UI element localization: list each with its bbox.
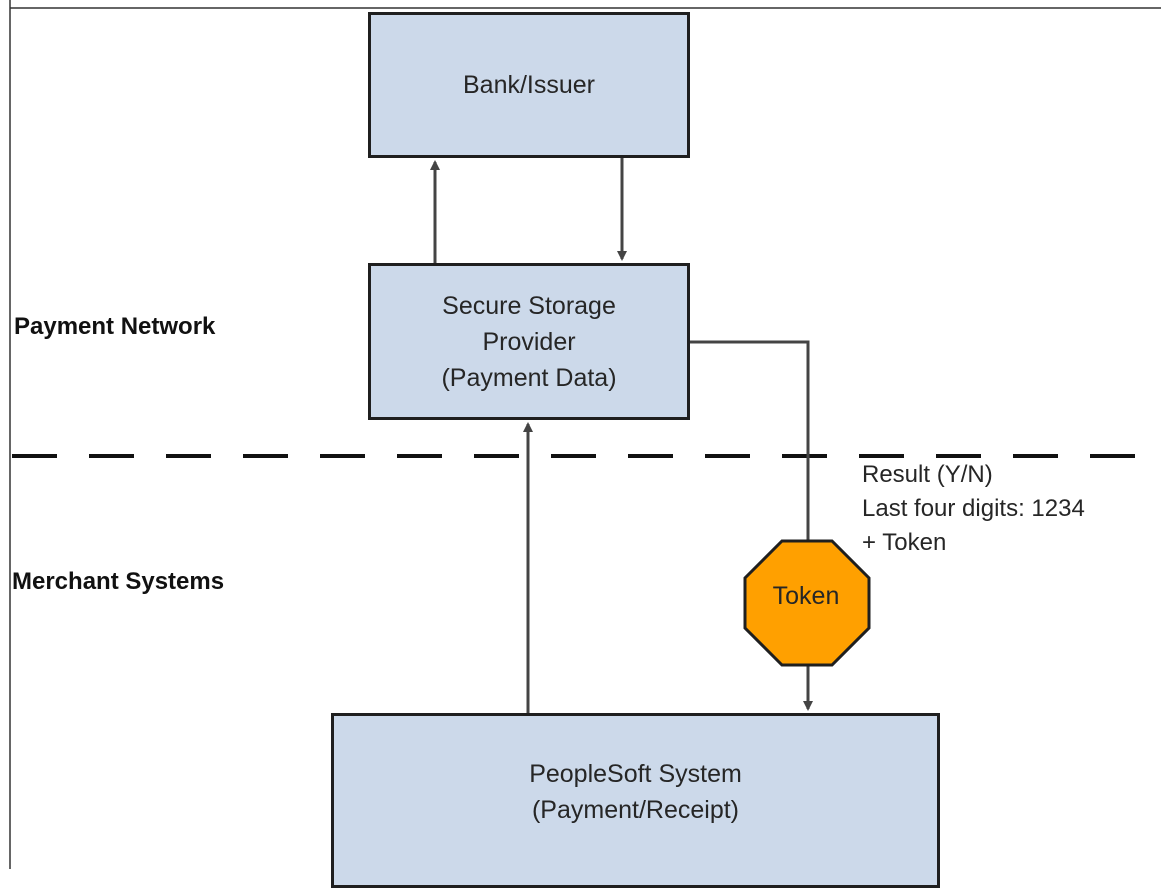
peoplesoft-label-line1: PeopleSoft System <box>529 760 742 788</box>
merchant-systems-label: Merchant Systems <box>12 568 225 595</box>
secure-storage-provider-box: Secure Storage Provider (Payment Data) <box>368 263 690 420</box>
bank-issuer-label: Bank/Issuer <box>462 71 595 99</box>
token-label: Token <box>772 582 840 610</box>
response-result-line: Result (Y/N) <box>862 461 993 488</box>
response-annotation: Result (Y/N) Last four digits: 1234 + To… <box>862 458 1085 560</box>
payment-network-label: Payment Network <box>14 313 216 340</box>
peoplesoft-label-line2: (Payment/Receipt) <box>531 796 740 824</box>
payment-tokenization-diagram: Bank/Issuer Secure Storage Provider (Pay… <box>9 0 1161 888</box>
ssp-label-line1: Secure Storage <box>442 291 616 320</box>
response-last-four-line: Last four digits: 1234 <box>862 495 1085 522</box>
peoplesoft-system-box: PeopleSoft System (Payment/Receipt) <box>331 713 940 888</box>
bank-issuer-box: Bank/Issuer <box>368 12 690 158</box>
token-octagon-shape <box>743 539 871 667</box>
response-token-line: + Token <box>862 529 947 556</box>
ssp-label-line3: (Payment Data) <box>441 363 617 392</box>
connector-layer <box>9 0 1161 869</box>
ssp-label-line2: Provider <box>482 327 576 356</box>
